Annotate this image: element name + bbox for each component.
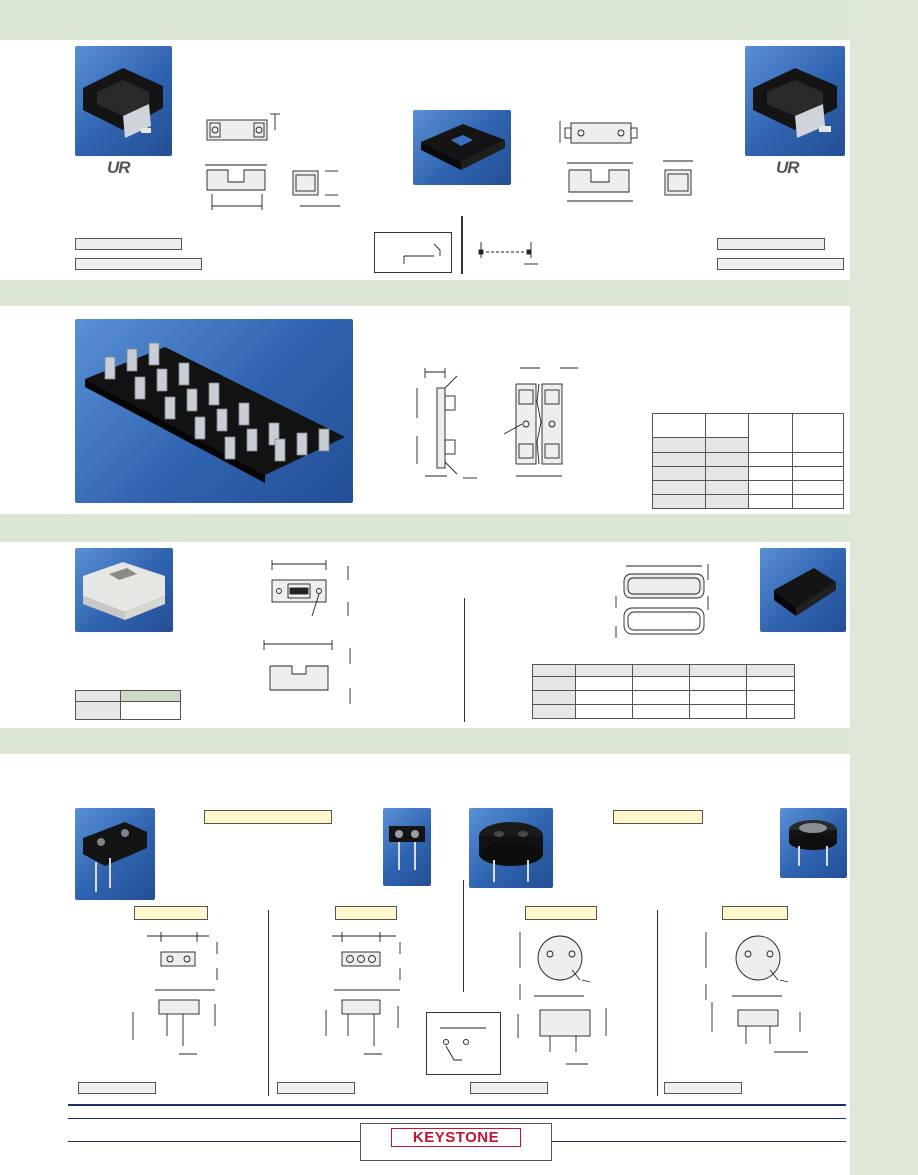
series-label: [204, 810, 332, 824]
part-label: [722, 906, 788, 920]
logo-frame: KEYSTONE: [391, 1128, 521, 1147]
page-sidebar: [850, 0, 918, 1175]
spec-table-clips: [652, 413, 844, 509]
pin-holder-drawing-1: [132, 932, 218, 1055]
round-fuse-holder-photo-small: [780, 808, 847, 878]
divider: [463, 880, 464, 992]
dimension-drawing-top: [205, 113, 340, 210]
section-band-3: [0, 514, 850, 542]
spec-table-block: [75, 690, 181, 720]
spec-table-covers: [532, 664, 795, 719]
fuse-holder-photo: [75, 46, 172, 156]
divider: [657, 910, 658, 1096]
round-holder-drawing-2: [705, 932, 808, 1053]
part-label: [134, 906, 208, 920]
footer-rule-top: [68, 1104, 846, 1106]
divider: [461, 216, 463, 274]
round-holder-drawing-1: [517, 932, 607, 1065]
clip-side-drawing: [416, 368, 477, 479]
divider: [268, 910, 269, 1096]
pcb-layout-box-round: [426, 1012, 501, 1075]
footer-rule-mid: [68, 1118, 846, 1119]
fuse-cover-drawing: [615, 564, 709, 638]
part-number-box: [75, 258, 202, 270]
ul-recognized-icon: UR: [107, 158, 131, 177]
pin-fuse-holder-photo: [75, 808, 155, 900]
fuse-cover-photo-black: [760, 548, 846, 632]
part-number-box: [75, 238, 182, 250]
part-number-box: [717, 238, 825, 250]
part-number-box: [78, 1082, 156, 1094]
round-fuse-holder-photo: [469, 808, 553, 888]
part-number-box: [717, 258, 844, 270]
pin-fuse-holder-photo-small: [383, 808, 431, 886]
part-label: [335, 906, 397, 920]
dimension-drawing-cover: [559, 121, 693, 202]
fuse-holder-photo-right: [745, 46, 845, 156]
pcb-layout-box: [374, 232, 452, 273]
fuse-block-drawing: [263, 560, 351, 704]
section-band-2: [0, 280, 850, 306]
ul-recognized-icon-right: UR: [776, 158, 800, 177]
ceramic-fuse-block-photo: [75, 548, 173, 632]
pin-holder-drawing-2: [325, 932, 401, 1055]
series-label: [613, 810, 703, 824]
fuse-cover-photo: [413, 110, 511, 185]
section-band-4: [0, 728, 850, 754]
part-label: [525, 906, 597, 920]
part-number-box: [664, 1082, 742, 1094]
divider: [464, 598, 465, 722]
part-number-box: [470, 1082, 548, 1094]
section-band-1: [0, 0, 850, 40]
pcb-layout-drawing: [478, 242, 538, 265]
clip-top-drawing: [503, 367, 578, 477]
fuse-clip-strip-photo: [75, 319, 353, 503]
keystone-logo: KEYSTONE: [360, 1123, 552, 1161]
logo-wordmark: KEYSTONE: [412, 1129, 500, 1146]
part-number-box: [277, 1082, 355, 1094]
